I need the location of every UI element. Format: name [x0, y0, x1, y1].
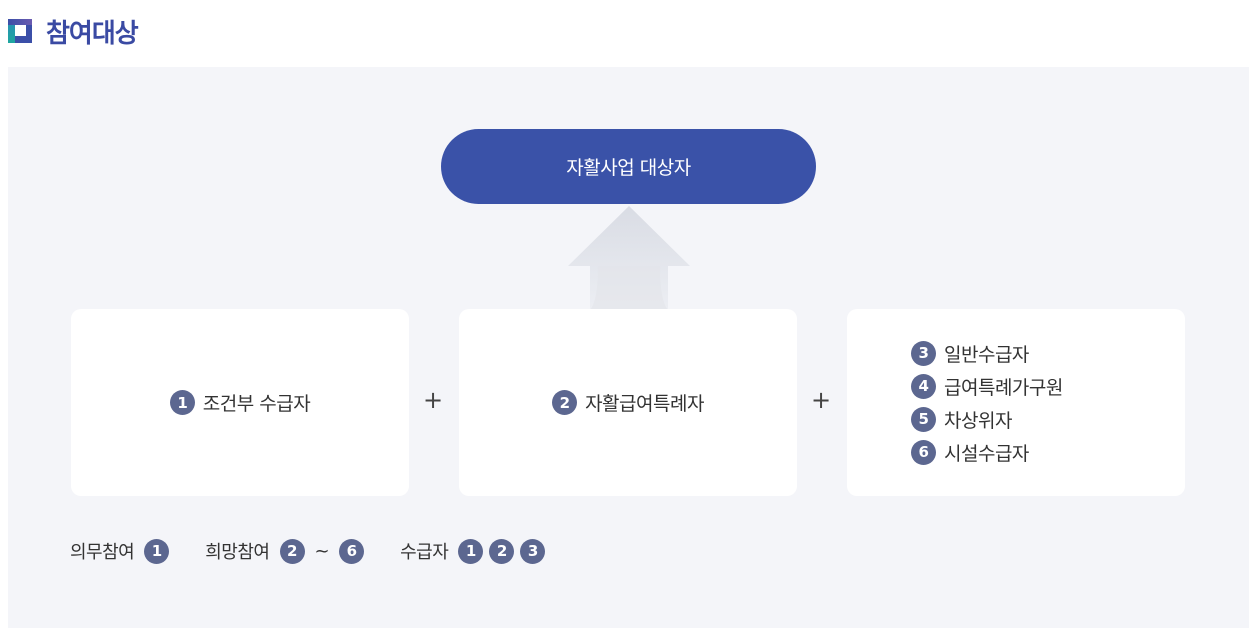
legend-label: 의무참여	[70, 542, 135, 563]
up-arrow-icon	[568, 206, 690, 310]
target-label: 시설수급자	[944, 442, 1029, 465]
number-badge: 1	[169, 390, 195, 415]
target-label: 차상위자	[944, 409, 1012, 432]
target-list: 3 일반수급자 4 급여특례가구원 5 차상위자 6 시설수급자	[911, 340, 1063, 466]
target-item: 2 자활급여특례자	[552, 389, 704, 416]
legend-voluntary: 희망참여 2 ~ 6	[205, 538, 370, 564]
target-label: 자활급여특례자	[585, 393, 704, 415]
number-badge: 5	[911, 406, 936, 432]
number-badge: 2	[279, 538, 305, 564]
page-title: 참여대상	[46, 18, 139, 49]
square-frame-icon	[8, 19, 32, 43]
target-item: 5 차상위자	[911, 406, 1063, 433]
number-badge: 3	[911, 340, 936, 366]
section-header: 참여대상	[8, 14, 139, 49]
legend-mandatory: 의무참여 1	[70, 538, 175, 564]
number-badge: 2	[489, 538, 515, 564]
plus-sign: +	[423, 386, 444, 414]
legend-label: 수급자	[400, 542, 449, 563]
number-badge: 6	[339, 538, 365, 564]
number-badge: 3	[520, 538, 546, 564]
diagram-panel: 자활사업 대상자 1 조건부 수급자 + 2 자활급여특례자	[8, 67, 1249, 628]
number-badge: 1	[458, 538, 484, 564]
legend-recipient: 수급자 1 2 3	[400, 538, 551, 564]
target-item: 4 급여특례가구원	[911, 373, 1063, 400]
target-label: 일반수급자	[944, 343, 1029, 366]
number-badge: 4	[911, 373, 936, 399]
target-item: 3 일반수급자	[911, 340, 1063, 367]
number-badge: 6	[911, 439, 936, 465]
target-label: 조건부 수급자	[202, 393, 311, 415]
legend: 의무참여 1 희망참여 2 ~ 6 수급자 1 2 3	[70, 537, 581, 565]
plus-sign: +	[811, 386, 832, 414]
number-badge: 1	[144, 538, 170, 564]
target-label: 급여특례가구원	[944, 376, 1063, 399]
top-target-pill: 자활사업 대상자	[441, 129, 816, 204]
number-badge: 2	[552, 390, 578, 415]
target-item: 1 조건부 수급자	[169, 389, 311, 416]
target-card-3: 3 일반수급자 4 급여특례가구원 5 차상위자 6 시설수급자	[847, 309, 1185, 496]
target-card-2: 2 자활급여특례자	[459, 309, 797, 496]
legend-label: 희망참여	[205, 542, 270, 563]
target-item: 6 시설수급자	[911, 439, 1063, 466]
target-card-1: 1 조건부 수급자	[71, 309, 409, 496]
range-tilde: ~	[314, 540, 330, 562]
